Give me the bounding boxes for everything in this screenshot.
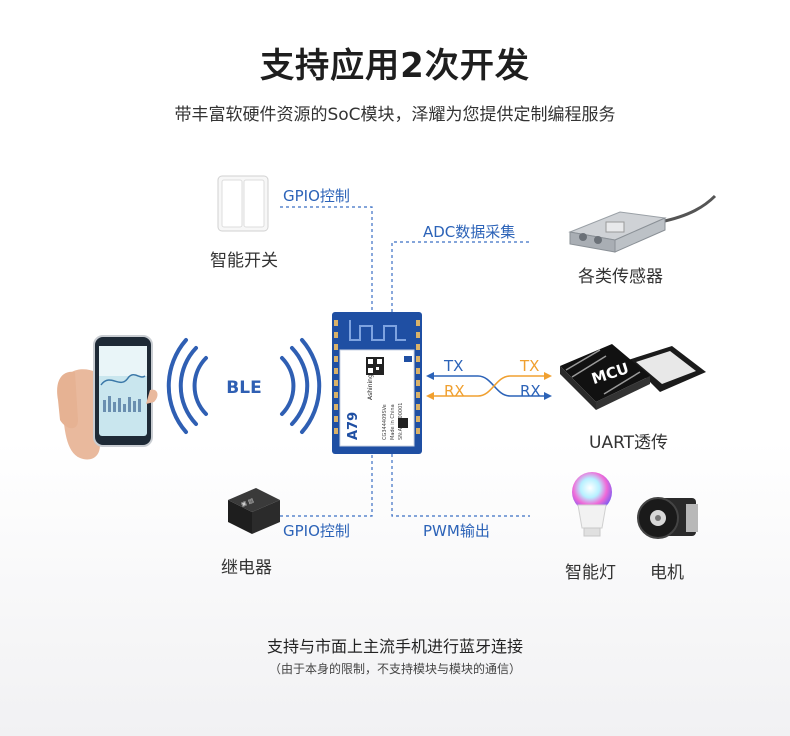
ble-label: BLE	[226, 378, 261, 398]
sensors-label: 各类传感器	[578, 262, 663, 287]
module-origin: Made in China	[390, 404, 396, 440]
motor-icon	[638, 498, 698, 538]
uart-label: UART透传	[589, 428, 668, 453]
smart-bulb-icon	[572, 472, 612, 536]
gpio-bottom-line	[280, 454, 372, 516]
adc-line	[392, 242, 532, 312]
small-qr-icon	[398, 418, 408, 428]
module-model: A79	[346, 412, 361, 440]
adc-label: ADC数据采集	[423, 221, 515, 242]
smart-light-label: 智能灯	[565, 558, 616, 583]
smart-switch-label: 智能开关	[210, 246, 278, 271]
gpio-top-line	[280, 207, 372, 312]
footer-note: （由于本身的限制，不支持模块与模块的通信）	[0, 660, 790, 677]
relay-icon: ▣ ▤	[228, 488, 280, 534]
uart-rx-right: RX	[520, 382, 541, 400]
a79-module: A79 Ashining CG344409SVe Made in China S…	[332, 312, 422, 454]
pwm-label: PWM输出	[423, 520, 490, 541]
uart-tx-left: TX	[443, 357, 463, 375]
mcu-chip-icon: MCU	[560, 344, 706, 410]
uart-tx-right: TX	[519, 357, 539, 375]
load-cell-sensor-icon	[570, 196, 715, 252]
motor-label: 电机	[650, 558, 684, 583]
gpio-control-top-label: GPIO控制	[283, 185, 350, 206]
gpio-control-bottom-label: GPIO控制	[283, 520, 350, 541]
smart-switch-icon	[218, 176, 268, 231]
module-chip-code: CG344409SVe	[382, 404, 388, 440]
uart-rx-left: RX	[444, 382, 465, 400]
relay-label: 继电器	[221, 553, 272, 578]
qr-code-icon	[366, 357, 384, 375]
phone-in-hand-icon	[57, 336, 157, 459]
module-brand: Ashining	[367, 374, 374, 400]
footer-main: 支持与市面上主流手机进行蓝牙连接	[0, 633, 790, 657]
pwm-line	[392, 454, 530, 516]
